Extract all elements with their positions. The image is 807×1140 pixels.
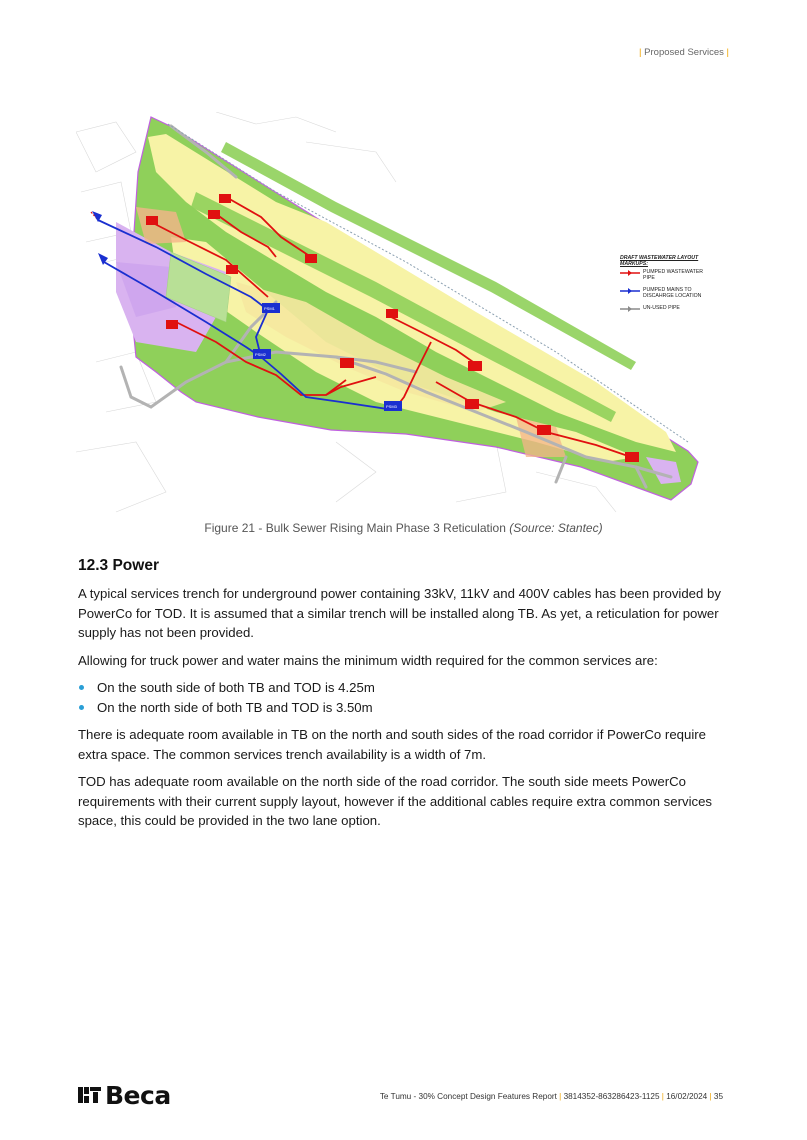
grey-pipe-swatch [620,305,640,312]
green-strip [191,192,616,422]
section-heading: 12.3 Power [78,557,159,574]
paragraph: TOD has adequate room available on the n… [78,774,713,828]
section-body: A typical services trench for undergroun… [78,584,728,839]
pump-station-markers [146,194,639,462]
legend-label: PUMPED MAINS TO DISCAHRGE LOCATION [643,286,702,299]
paragraph: A typical services trench for undergroun… [78,586,721,640]
sewer-map: PSM1 PSM2 PSM3 [76,112,699,513]
development-band-south [171,237,636,462]
legend-item-pumped-wastewater: PUMPED WASTEWATER PIPE [620,268,716,282]
red-pipe-swatch [620,269,640,276]
paragraph: Allowing for truck power and water mains… [78,652,658,668]
bullet-list: On the south side of both TB and TOD is … [78,678,728,717]
footer-date: 16/02/2024 [666,1092,708,1101]
bullet-icon [79,685,84,690]
beca-logo: Beca [78,1080,171,1110]
beca-logo-icon [78,1087,101,1103]
legend-title: DRAFT WASTEWATER LAYOUT MARKUPS: [620,255,699,267]
arrow-head [98,253,108,265]
running-header: | Proposed Services | [639,47,729,58]
paragraph: There is adequate room available in TB o… [78,727,706,762]
list-item: On the south side of both TB and TOD is … [78,678,728,698]
arrow-head [92,211,102,222]
list-item-text: On the south side of both TB and TOD is … [97,680,375,695]
psm3-label: PSM3 [386,404,398,409]
purple-zone-west-inner [116,262,176,317]
bullet-icon [79,704,84,710]
page-number: 35 [713,1092,723,1101]
caption-source: (Source: Stantec) [509,521,603,535]
psm1-label: PSM1 [264,306,276,311]
figure-caption: Figure 21 - Bulk Sewer Rising Main Phase… [0,521,807,535]
blue-pipe-swatch [620,287,640,294]
list-item: On the north side of both TB and TOD is … [78,698,728,718]
footer-ref: 3814352-863286423-1125 [563,1092,660,1101]
footer-doc: Te Tumu - 30% Concept Design Features Re… [379,1092,557,1101]
list-item-text: On the north side of both TB and TOD is … [97,699,373,715]
legend-label: PUMPED WASTEWATER PIPE [643,268,704,281]
dotted-boundary [167,123,689,443]
development-band-mid [236,282,506,412]
legend-item-unused-pipe: UN-USED PIPE [620,304,716,312]
reserve-area [165,251,232,323]
psm-labels: PSM1 PSM2 PSM3 [253,303,402,411]
header-section: Proposed Services [644,47,724,58]
page-footer: Te Tumu - 30% Concept Design Features Re… [379,1092,723,1101]
legend-label: UN-USED PIPE [643,304,680,311]
beca-logo-wordmark: Beca [105,1080,171,1110]
psm2-label: PSM2 [255,352,267,357]
map-legend: DRAFT WASTEWATER LAYOUT MARKUPS: PUMPED … [620,255,716,318]
green-strip [221,142,636,370]
caption-main: Figure 21 - Bulk Sewer Rising Main Phase… [204,521,506,535]
legend-item-pumped-mains: PUMPED MAINS TO DISCAHRGE LOCATION [620,286,716,300]
development-band-north [148,134,676,452]
figure-map: PSM1 PSM2 PSM3 DRAFT WASTEWATER LAYOUT M… [76,112,716,517]
